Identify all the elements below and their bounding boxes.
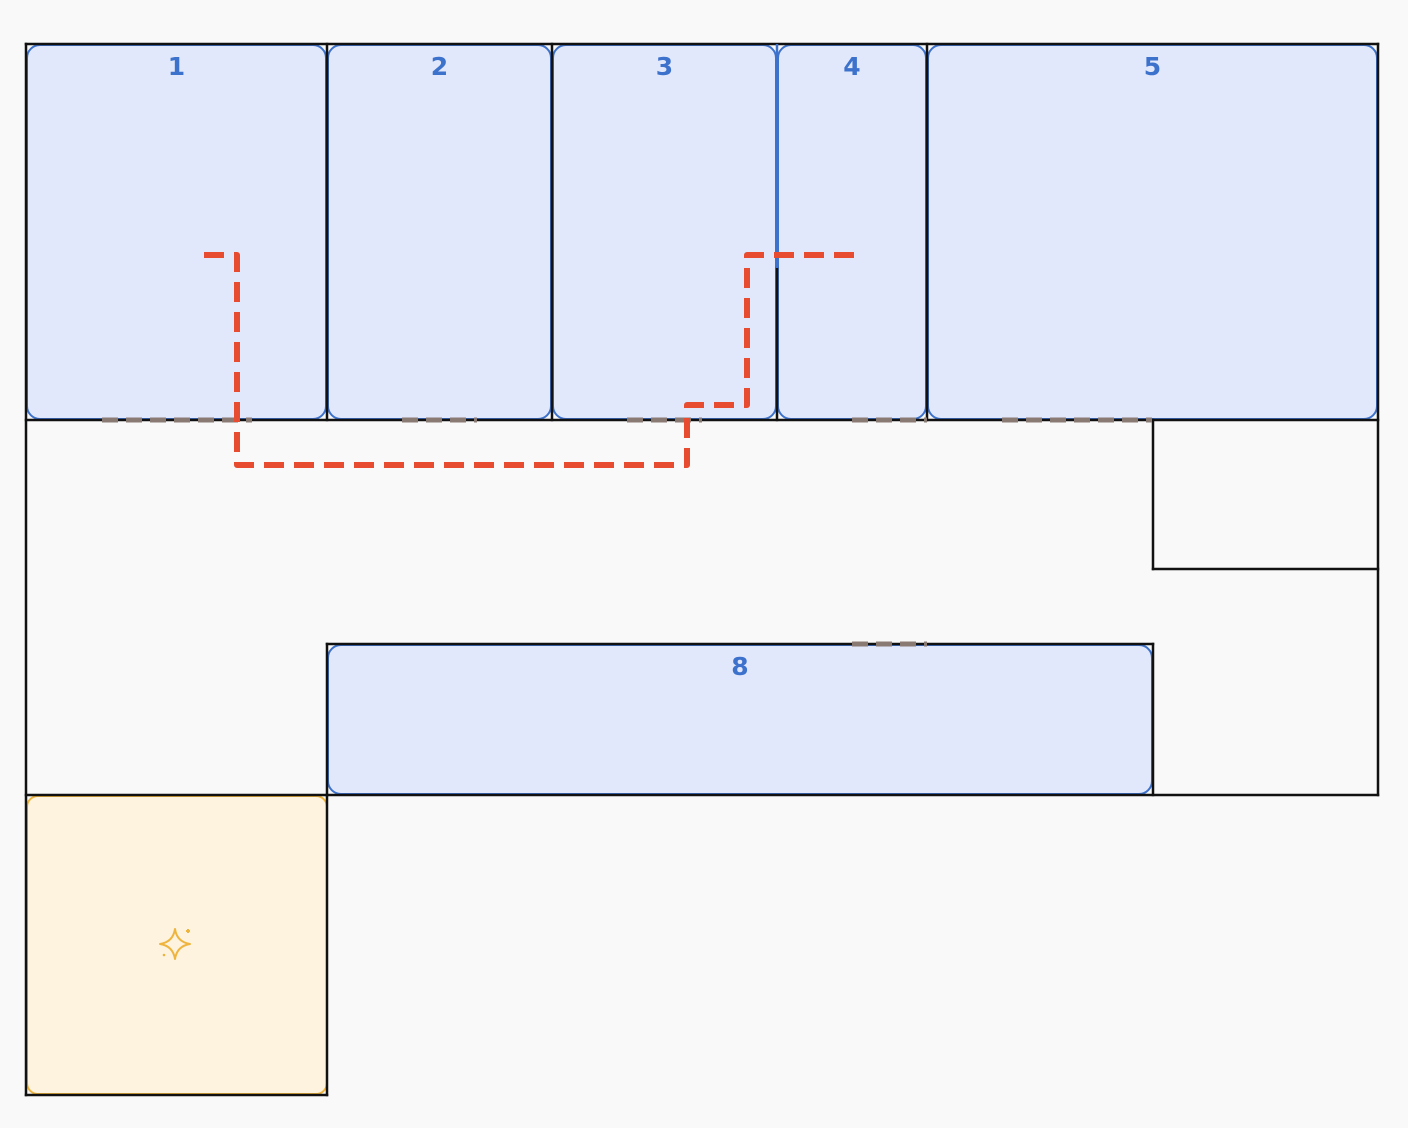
room-label: 5: [1143, 52, 1162, 81]
room-label: 8: [731, 652, 749, 681]
room-label: 1: [167, 52, 186, 81]
room-3[interactable]: 3: [552, 44, 777, 420]
room-label: 2: [430, 52, 449, 81]
room-label: 3: [655, 52, 674, 81]
room-5[interactable]: 5: [927, 44, 1378, 420]
room-8[interactable]: 8: [327, 644, 1153, 795]
room-1[interactable]: 1: [26, 44, 327, 420]
room-2[interactable]: 2: [327, 44, 552, 420]
selected-tile[interactable]: [26, 795, 328, 1095]
room-4[interactable]: 4: [777, 44, 927, 420]
doors: [102, 417, 1152, 647]
room-label: 4: [843, 52, 861, 81]
